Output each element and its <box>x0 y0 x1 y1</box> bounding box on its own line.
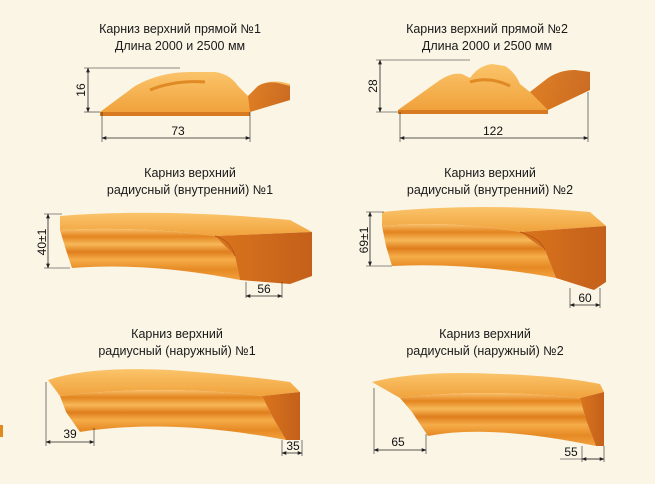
profile-end <box>248 82 290 112</box>
title-line: Карниз верхний прямой №2 <box>406 22 568 36</box>
dim-width-label: 60 <box>578 291 592 305</box>
panel-2-title: Карниз верхний прямой №2 Длина 2000 и 25… <box>382 21 592 55</box>
panel-6-title: Карниз верхний радиусный (наружный) №2 <box>380 326 590 360</box>
straight-cornice-2-drawing <box>376 59 590 142</box>
top-surface <box>372 373 604 398</box>
dim-height-label: 16 <box>74 83 88 97</box>
panel-3-title: Карниз верхний радиусный (внутренний) №1 <box>90 165 290 199</box>
radius-internal-cornice-1-drawing <box>44 212 312 298</box>
dim-height-label: 69±1 <box>357 226 371 254</box>
title-line: Длина 2000 и 2500 мм <box>114 39 246 53</box>
dim-width-label: 55 <box>564 445 578 459</box>
edge-mark <box>0 425 3 437</box>
profile-top <box>100 72 290 112</box>
end-profile <box>215 232 312 284</box>
radius-external-cornice-1-drawing <box>45 369 303 456</box>
title-line: Карниз верхний <box>444 166 536 180</box>
panel-4-title: Карниз верхний радиусный (внутренний) №2 <box>385 165 595 199</box>
dim-width-label: 35 <box>286 439 300 453</box>
title-line: радиусный (наружный) №2 <box>406 344 564 358</box>
dim-width-label: 122 <box>482 124 504 138</box>
ribbed-face <box>400 393 596 446</box>
title-line: Карниз верхний <box>439 327 531 341</box>
top-surface <box>382 207 606 232</box>
dim-depth-label: 39 <box>63 427 77 441</box>
dim-depth-label: 65 <box>391 435 405 449</box>
radius-external-cornice-2-drawing <box>372 373 605 462</box>
title-line: радиусный (наружный) №1 <box>98 344 256 358</box>
title-line: радиусный (внутренний) №1 <box>106 183 274 197</box>
title-line: радиусный (внутренний) №2 <box>406 183 574 197</box>
top-surface <box>60 212 312 236</box>
straight-cornice-1-drawing <box>84 67 290 142</box>
title-line: Карниз верхний <box>131 327 223 341</box>
end-profile <box>520 226 606 290</box>
radius-internal-cornice-2-drawing <box>366 207 606 308</box>
ribbed-face <box>60 228 240 280</box>
dim-width-label: 56 <box>257 282 271 296</box>
panel-1-title: Карниз верхний прямой №1 Длина 2000 и 25… <box>80 21 280 55</box>
title-line: Длина 2000 и 2500 мм <box>421 39 553 53</box>
dim-height-label: 40±1 <box>35 228 49 256</box>
ribbed-face <box>382 224 556 278</box>
end-profile <box>580 392 604 446</box>
ribbed-face <box>60 390 286 440</box>
title-line: Карниз верхний <box>144 166 236 180</box>
title-line: Карниз верхний прямой №1 <box>99 22 261 36</box>
end-profile <box>262 392 300 440</box>
dim-width-label: 73 <box>171 124 185 138</box>
panel-5-title: Карниз верхний радиусный (наружный) №1 <box>72 326 282 360</box>
dim-height-label: 28 <box>366 79 380 93</box>
top-surface <box>48 369 300 396</box>
